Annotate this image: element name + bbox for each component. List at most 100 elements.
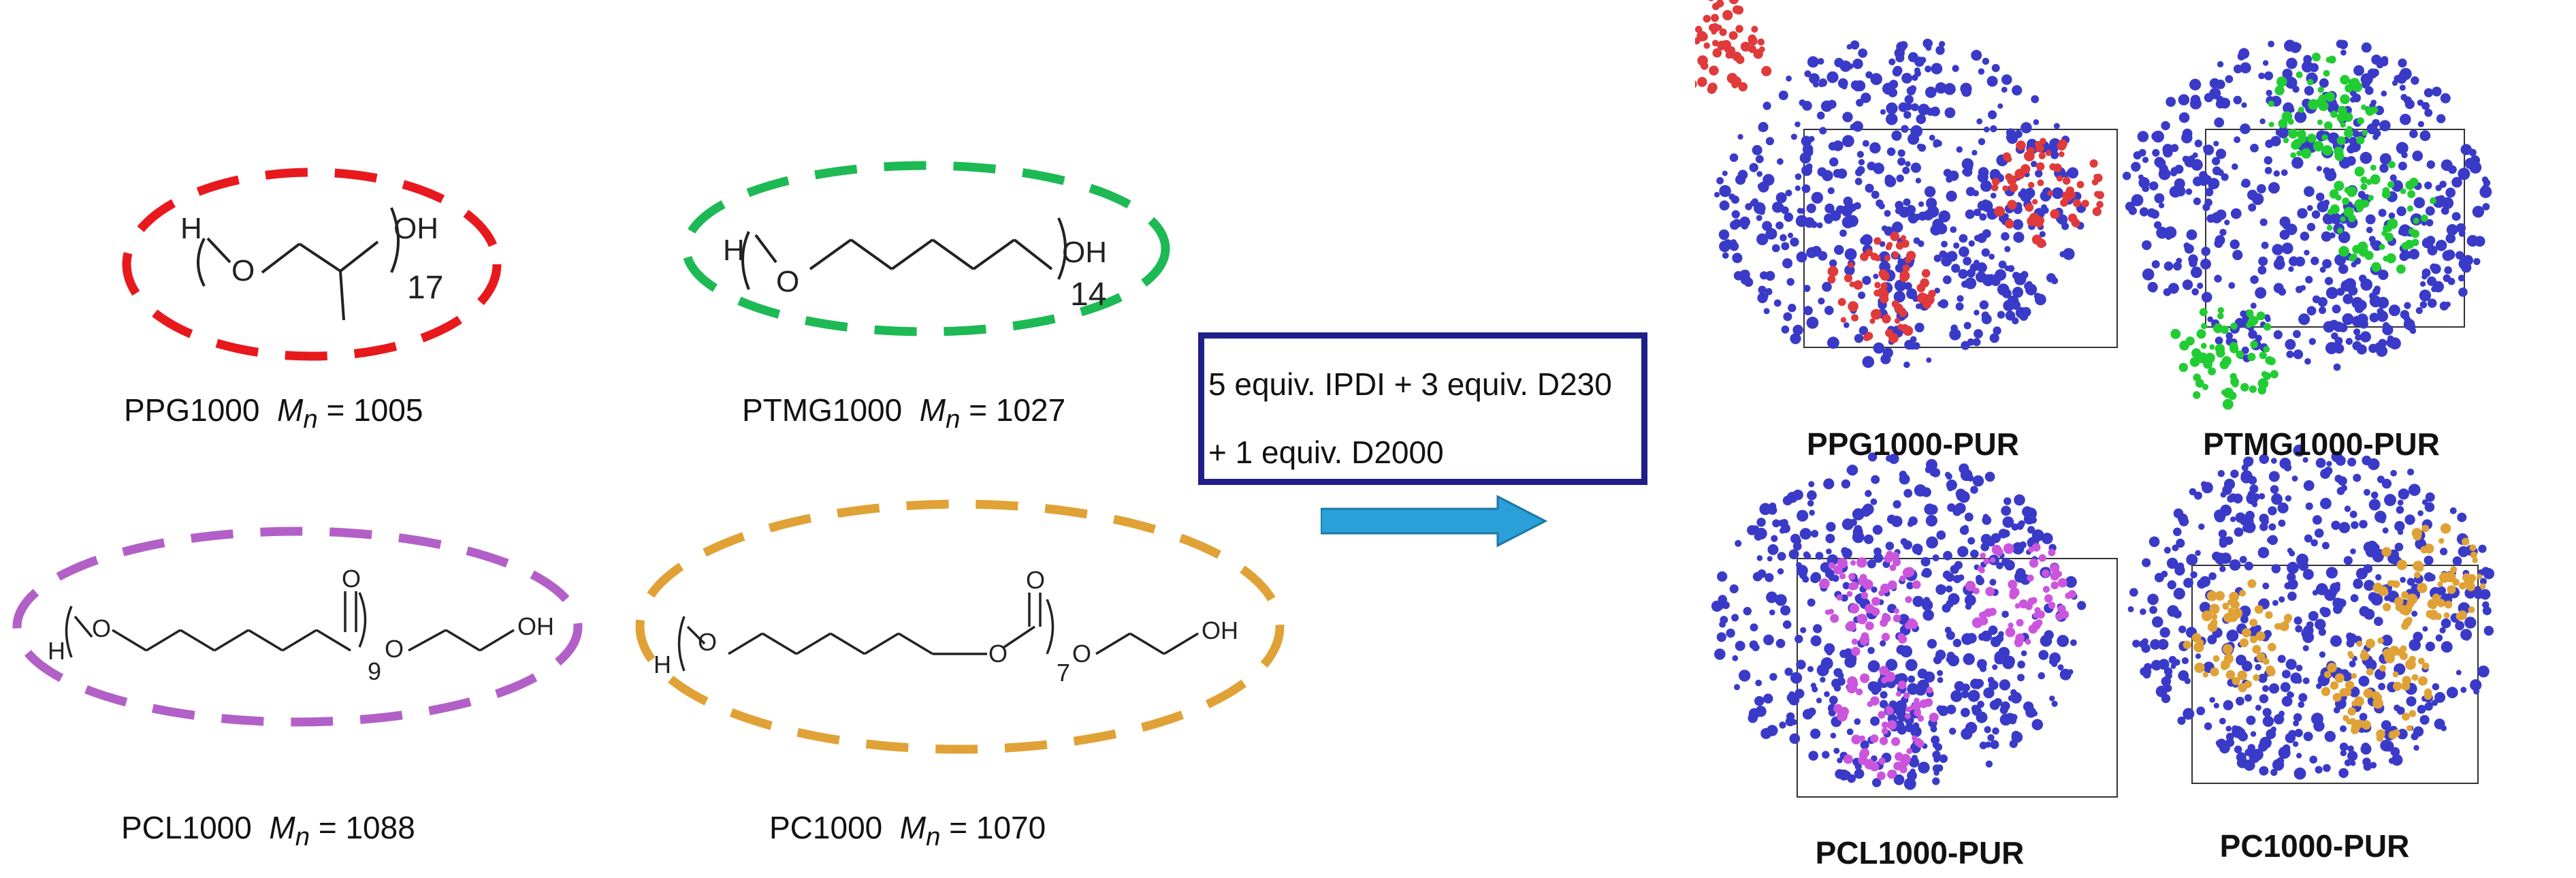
- hard-atom: [1933, 756, 1940, 763]
- hard-atom: [1885, 659, 1898, 671]
- hard-atom: [2295, 256, 2306, 267]
- hard-atom: [1970, 549, 1979, 559]
- hard-atom: [1735, 174, 1746, 185]
- hard-atom: [2229, 559, 2241, 571]
- hard-atom: [2381, 90, 2387, 97]
- hard-atom: [2259, 766, 2269, 776]
- soft-atom: [2317, 87, 2324, 93]
- hard-atom: [1756, 233, 1769, 245]
- soft-atom: [2056, 175, 2063, 182]
- hard-atom: [2374, 510, 2387, 523]
- hard-atom: [2288, 266, 2294, 272]
- hard-atom: [1790, 672, 1803, 684]
- hard-atom: [2208, 178, 2220, 189]
- hard-atom: [2413, 744, 2419, 751]
- pcl-mn-symbol: M: [269, 810, 295, 845]
- hard-atom: [1837, 757, 1843, 764]
- hard-atom: [1950, 690, 1963, 702]
- hard-atom: [2240, 615, 2249, 624]
- soft-atom: [2005, 219, 2014, 229]
- hard-atom: [1819, 127, 1827, 135]
- soft-atom: [2229, 599, 2239, 609]
- soft-segment-atoms: [1818, 543, 2076, 781]
- hard-atom: [1980, 542, 1989, 552]
- hard-atom: [2178, 670, 2189, 681]
- hard-atom: [2333, 363, 2341, 371]
- hard-atom: [1844, 248, 1857, 261]
- soft-atom: [2399, 652, 2408, 661]
- hard-atom: [2426, 236, 2436, 245]
- hard-atom: [1804, 70, 1812, 78]
- soft-atom: [2244, 680, 2252, 688]
- soft-atom: [2268, 121, 2274, 127]
- hard-atom: [1978, 68, 1985, 75]
- soft-atom: [1860, 673, 1870, 683]
- soft-atom: [1846, 591, 1853, 597]
- hard-atom: [2215, 99, 2225, 109]
- hard-atom: [1932, 554, 1939, 562]
- hard-atom: [1781, 523, 1790, 533]
- hard-atom: [2449, 507, 2457, 514]
- soft-atom: [1761, 65, 1772, 76]
- soft-atom: [1878, 287, 1888, 297]
- hard-atom: [1915, 178, 1922, 184]
- hard-atom: [1960, 82, 1972, 95]
- hard-atom: [2228, 282, 2236, 289]
- hard-atom: [2173, 588, 2185, 600]
- hard-atom: [2482, 203, 2490, 210]
- hard-atom: [2257, 547, 2270, 559]
- hard-atom: [2360, 743, 2372, 755]
- hard-atom: [2245, 456, 2254, 465]
- soft-atom: [2028, 546, 2035, 553]
- soft-atom: [1917, 715, 1925, 722]
- soft-atom: [2468, 574, 2477, 582]
- hard-atom: [1920, 556, 1931, 567]
- hard-atom: [2176, 562, 2185, 570]
- hard-atom: [1920, 57, 1927, 63]
- hard-atom: [2207, 316, 2213, 323]
- hard-atom: [1961, 690, 1969, 699]
- hard-atom: [2240, 310, 2247, 317]
- hard-segment-atoms: [2122, 40, 2492, 371]
- hard-atom: [2388, 212, 2396, 219]
- soft-atom: [1865, 621, 1874, 631]
- hard-atom: [1937, 584, 1947, 593]
- soft-atom: [2047, 190, 2053, 196]
- hard-atom: [2236, 752, 2247, 763]
- soft-atom: [2360, 176, 2368, 184]
- soft-atom: [1697, 77, 1707, 87]
- hard-atom: [1982, 57, 1990, 65]
- hard-atom: [1871, 475, 1880, 484]
- hard-atom: [1758, 285, 1767, 294]
- hard-atom: [2350, 548, 2356, 554]
- hard-atom: [2413, 197, 2426, 208]
- hard-atom: [2388, 304, 2400, 317]
- hard-atom: [2349, 686, 2360, 697]
- pc-repeat: 7: [1057, 659, 1070, 687]
- hard-atom: [2298, 313, 2311, 326]
- hard-atom: [1885, 542, 1895, 550]
- hard-atom: [2138, 174, 2144, 181]
- hard-atom: [1799, 152, 1812, 164]
- hard-atom: [2398, 488, 2409, 500]
- hard-atom: [1841, 204, 1853, 217]
- hard-atom: [2430, 264, 2441, 275]
- hard-atom: [2024, 187, 2035, 199]
- hard-atom: [1818, 251, 1828, 261]
- hard-atom: [2419, 301, 2428, 309]
- hard-atom: [2147, 593, 2159, 606]
- hard-atom: [1829, 157, 1839, 167]
- hard-atom: [2213, 140, 2219, 146]
- soft-atom: [2418, 676, 2428, 686]
- hard-atom: [2255, 663, 2261, 671]
- hard-atom: [1826, 548, 1832, 554]
- soft-atom: [2405, 659, 2416, 670]
- pc-name: PC1000: [769, 810, 883, 845]
- hard-atom: [2225, 332, 2234, 340]
- soft-atom: [1716, 0, 1724, 7]
- hard-atom: [1775, 594, 1787, 606]
- hard-atom: [2001, 87, 2008, 93]
- hard-atom: [1869, 142, 1881, 154]
- hard-atom: [1991, 276, 2001, 287]
- hard-atom: [1731, 614, 1739, 622]
